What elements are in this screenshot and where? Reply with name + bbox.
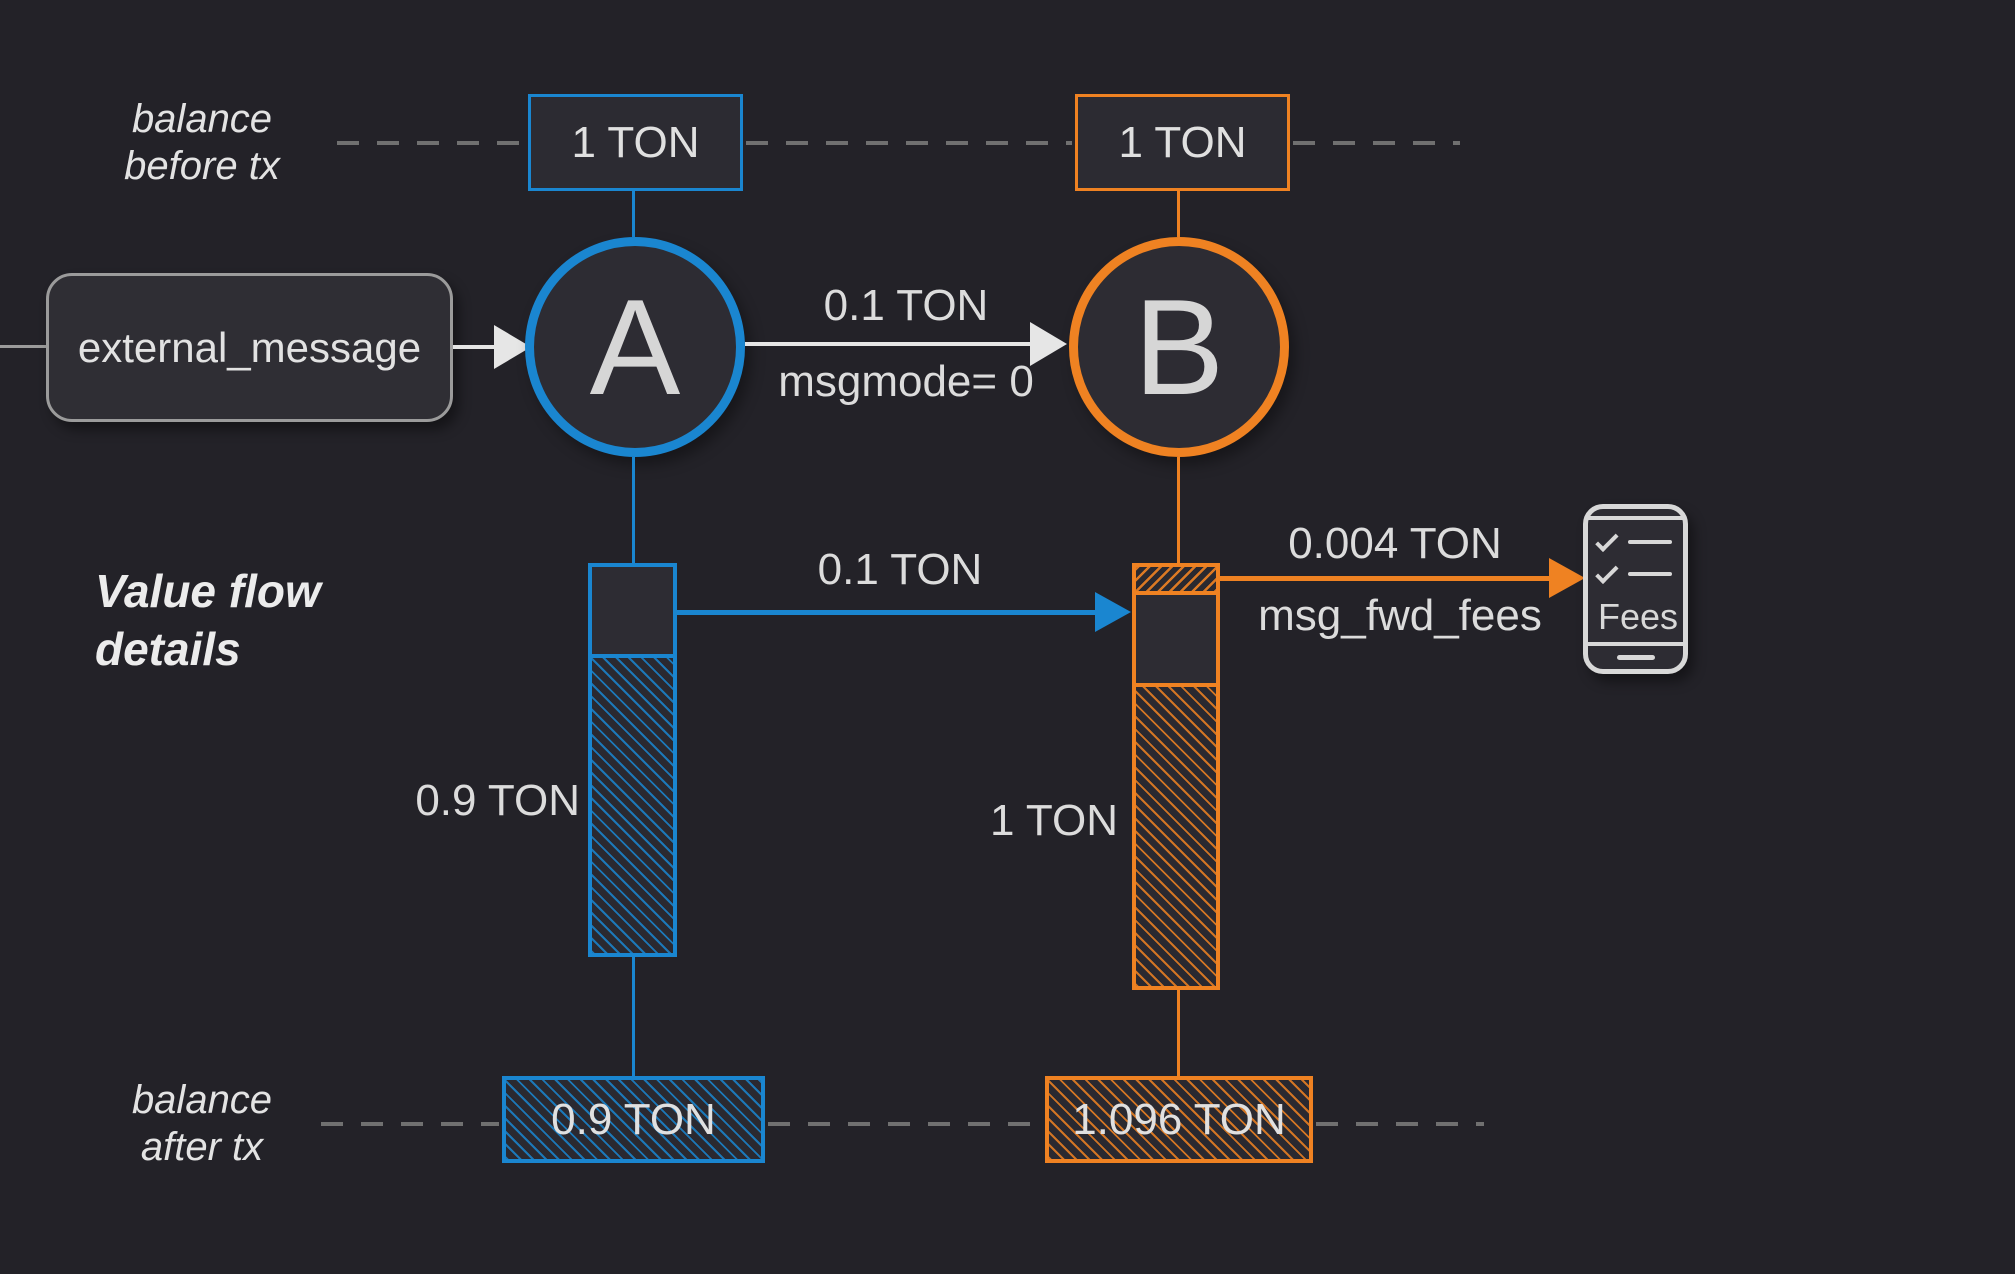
- arrow-fees-amount: 0.004 TON: [1288, 519, 1502, 568]
- box-balance-after-b: 1.096 TON: [1045, 1076, 1313, 1163]
- phone-fees-label: Fees: [1598, 596, 1679, 637]
- bar-b-fee-segment: [1136, 567, 1216, 595]
- label-bar-b-original: 1 TON: [990, 796, 1118, 845]
- arrow-fees-shaft: [1220, 576, 1550, 581]
- arrow-a-to-b-amount: 0.1 TON: [823, 281, 989, 330]
- dashed-line-segment: [768, 1122, 1042, 1126]
- checklist-line: [1628, 540, 1672, 544]
- box-balance-before-a: 1 TON: [528, 94, 743, 191]
- balance-after-a-value: 0.9 TON: [551, 1094, 716, 1144]
- balance-after-b-value: 1.096 TON: [1072, 1094, 1286, 1144]
- connector-bar-a-to-after: [632, 957, 635, 1076]
- connector-a-to-bar: [632, 457, 635, 563]
- external-message-label: external_message: [77, 323, 422, 371]
- arrow-value-transfer-head: [1095, 592, 1131, 632]
- node-a-letter: A: [589, 271, 681, 423]
- phone-home-indicator: [1616, 655, 1655, 660]
- label-balance-after-line1: balance: [131, 1078, 273, 1122]
- bar-a-sent-segment: [592, 567, 673, 658]
- connector-before-a: [632, 191, 635, 237]
- label-balance-after-line2: after tx: [140, 1125, 264, 1169]
- dashed-line-segment: [746, 141, 1072, 145]
- value-bar-b: [1132, 563, 1220, 990]
- value-bar-a: [588, 563, 677, 957]
- arrow-value-transfer-amount: 0.1 TON: [817, 545, 983, 594]
- phone-footer-band: [1588, 642, 1683, 669]
- label-bar-a-remaining: 0.9 TON: [415, 776, 580, 825]
- checklist-row: [1595, 528, 1675, 555]
- label-balance-before-line1: balance: [131, 97, 273, 141]
- phone-header-band: [1588, 509, 1683, 520]
- dashed-line-segment: [1316, 1122, 1484, 1126]
- box-balance-before-b: 1 TON: [1075, 94, 1290, 191]
- label-balance-before-line2: before tx: [124, 144, 280, 188]
- label-value-flow-details: Value flow details: [95, 562, 321, 678]
- dashed-line-segment: [1293, 141, 1460, 145]
- box-balance-after-a: 0.9 TON: [502, 1076, 765, 1163]
- arrow-a-to-b-msgmode: msgmode= 0: [778, 357, 1034, 406]
- arrow-a-to-b-shaft: [745, 342, 1032, 346]
- external-stub-line: [0, 345, 46, 348]
- label-value-flow-line1: Value flow: [95, 565, 321, 617]
- bar-b-received-segment: [1136, 595, 1216, 687]
- bar-a-remaining-segment: [592, 658, 673, 953]
- node-account-b: B: [1069, 237, 1289, 457]
- node-b-letter: B: [1133, 271, 1225, 423]
- dashed-line-segment: [321, 1122, 499, 1126]
- arrow-external-to-a-shaft: [453, 345, 497, 349]
- node-account-a: A: [525, 237, 745, 457]
- check-icon: [1595, 528, 1619, 552]
- phone-screen: Fees: [1588, 520, 1683, 642]
- check-icon: [1595, 560, 1619, 584]
- connector-before-b: [1177, 191, 1180, 237]
- arrow-value-transfer-shaft: [677, 610, 1095, 615]
- bar-b-original-segment: [1136, 687, 1216, 986]
- fees-phone-icon: Fees: [1583, 504, 1688, 674]
- label-balance-after: balance after tx: [60, 1077, 344, 1171]
- label-balance-before: balance before tx: [60, 96, 344, 190]
- balance-before-a-value: 1 TON: [571, 117, 700, 167]
- checklist-line: [1628, 572, 1672, 576]
- arrow-a-to-b-head: [1030, 322, 1067, 366]
- label-value-flow-line2: details: [95, 623, 241, 675]
- checklist-row: [1595, 560, 1675, 587]
- external-message-box: external_message: [46, 273, 453, 422]
- connector-bar-b-to-after: [1177, 990, 1180, 1076]
- connector-b-to-bar: [1177, 457, 1180, 563]
- arrow-fees-head: [1549, 558, 1585, 598]
- dashed-line-segment: [337, 141, 528, 145]
- arrow-external-to-a-head: [494, 325, 531, 369]
- balance-before-b-value: 1 TON: [1118, 117, 1247, 167]
- arrow-fees-label: msg_fwd_fees: [1258, 591, 1542, 640]
